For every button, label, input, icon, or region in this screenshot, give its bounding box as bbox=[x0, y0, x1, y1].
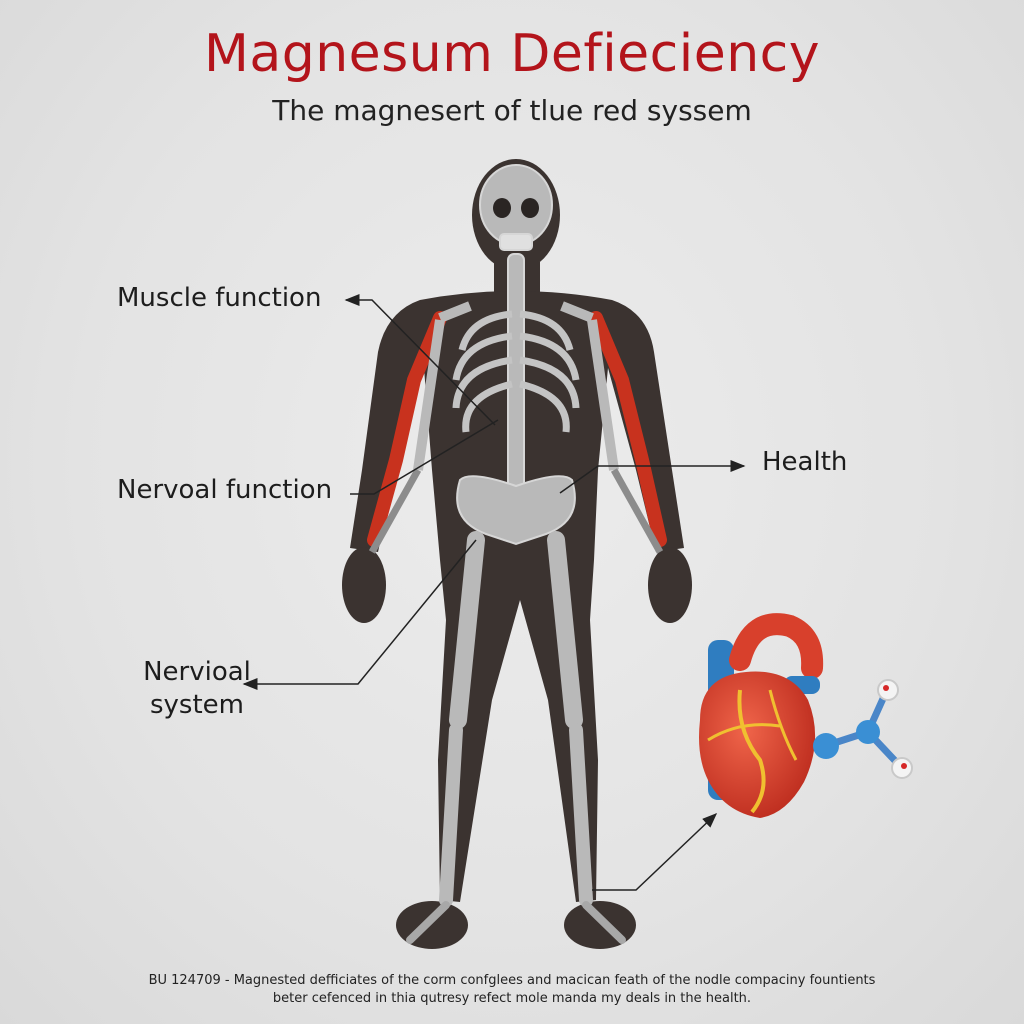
page-subtitle: The magnesert of tlue red syssem bbox=[272, 94, 752, 127]
callout-heart bbox=[592, 812, 718, 891]
skeleton bbox=[368, 164, 664, 944]
footer-line-1: BU 124709 - Magnested defficiates of the… bbox=[148, 973, 876, 988]
footer-caption: BU 124709 - Magnested defficiates of the… bbox=[0, 972, 1024, 1008]
label-nervoal-function: Nervoal function bbox=[117, 475, 333, 505]
page-title: Magnesum Defieciency bbox=[203, 24, 821, 84]
callout-health bbox=[559, 460, 746, 494]
label-nervioal-line2: system bbox=[150, 690, 244, 720]
label-nervioal-line1: Nervioal bbox=[143, 657, 251, 687]
label-nervioal-system: Nervioal system bbox=[117, 656, 277, 722]
callout-lines bbox=[242, 294, 746, 891]
muscle-highlight bbox=[367, 311, 667, 547]
label-health: Health bbox=[762, 447, 848, 477]
callout-nervous-system bbox=[242, 539, 477, 690]
molecule-icon bbox=[813, 679, 913, 779]
callout-muscle bbox=[344, 294, 496, 426]
footer-line-2: beter cefenced in thia qutresy refect mo… bbox=[272, 991, 752, 1006]
label-muscle-function: Muscle function bbox=[117, 283, 322, 313]
callout-nervoal bbox=[350, 419, 499, 495]
heart-illustration bbox=[699, 613, 824, 818]
